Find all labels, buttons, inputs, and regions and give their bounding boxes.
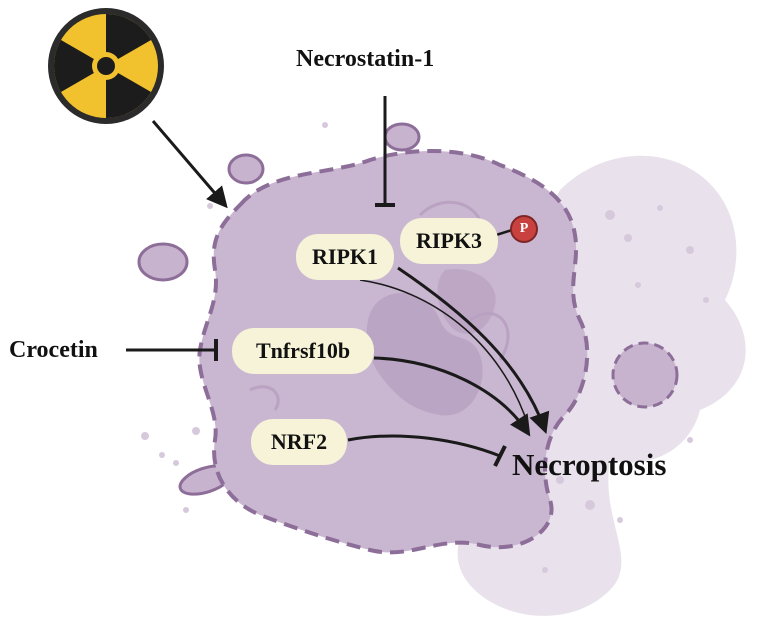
nrf2-node: NRF2 xyxy=(251,419,347,465)
necrostatin-label: Necrostatin-1 xyxy=(296,46,435,72)
tnfrsf10b-node: Tnfrsf10b xyxy=(232,328,374,374)
ripk1-to-necroptosis-arrow xyxy=(359,279,529,426)
ripk1-node: RIPK1 xyxy=(296,234,394,280)
nrf2-inhibition-bar xyxy=(493,445,507,467)
radiation-symbol xyxy=(48,8,164,124)
ripk3-to-necroptosis-arrow xyxy=(397,266,550,434)
radiation-arrow xyxy=(151,120,228,209)
nrf2-inhibition-line xyxy=(347,434,501,458)
phosphorylation-badge: P xyxy=(510,215,538,243)
crocetin-label: Crocetin xyxy=(9,337,98,363)
necroptosis-label: Necroptosis xyxy=(512,447,667,482)
tnfrsf10b-to-necroptosis-arrow xyxy=(373,356,531,437)
nucleus xyxy=(366,292,483,416)
ripk3-node: RIPK3 xyxy=(400,218,498,264)
vesicle xyxy=(611,341,679,409)
